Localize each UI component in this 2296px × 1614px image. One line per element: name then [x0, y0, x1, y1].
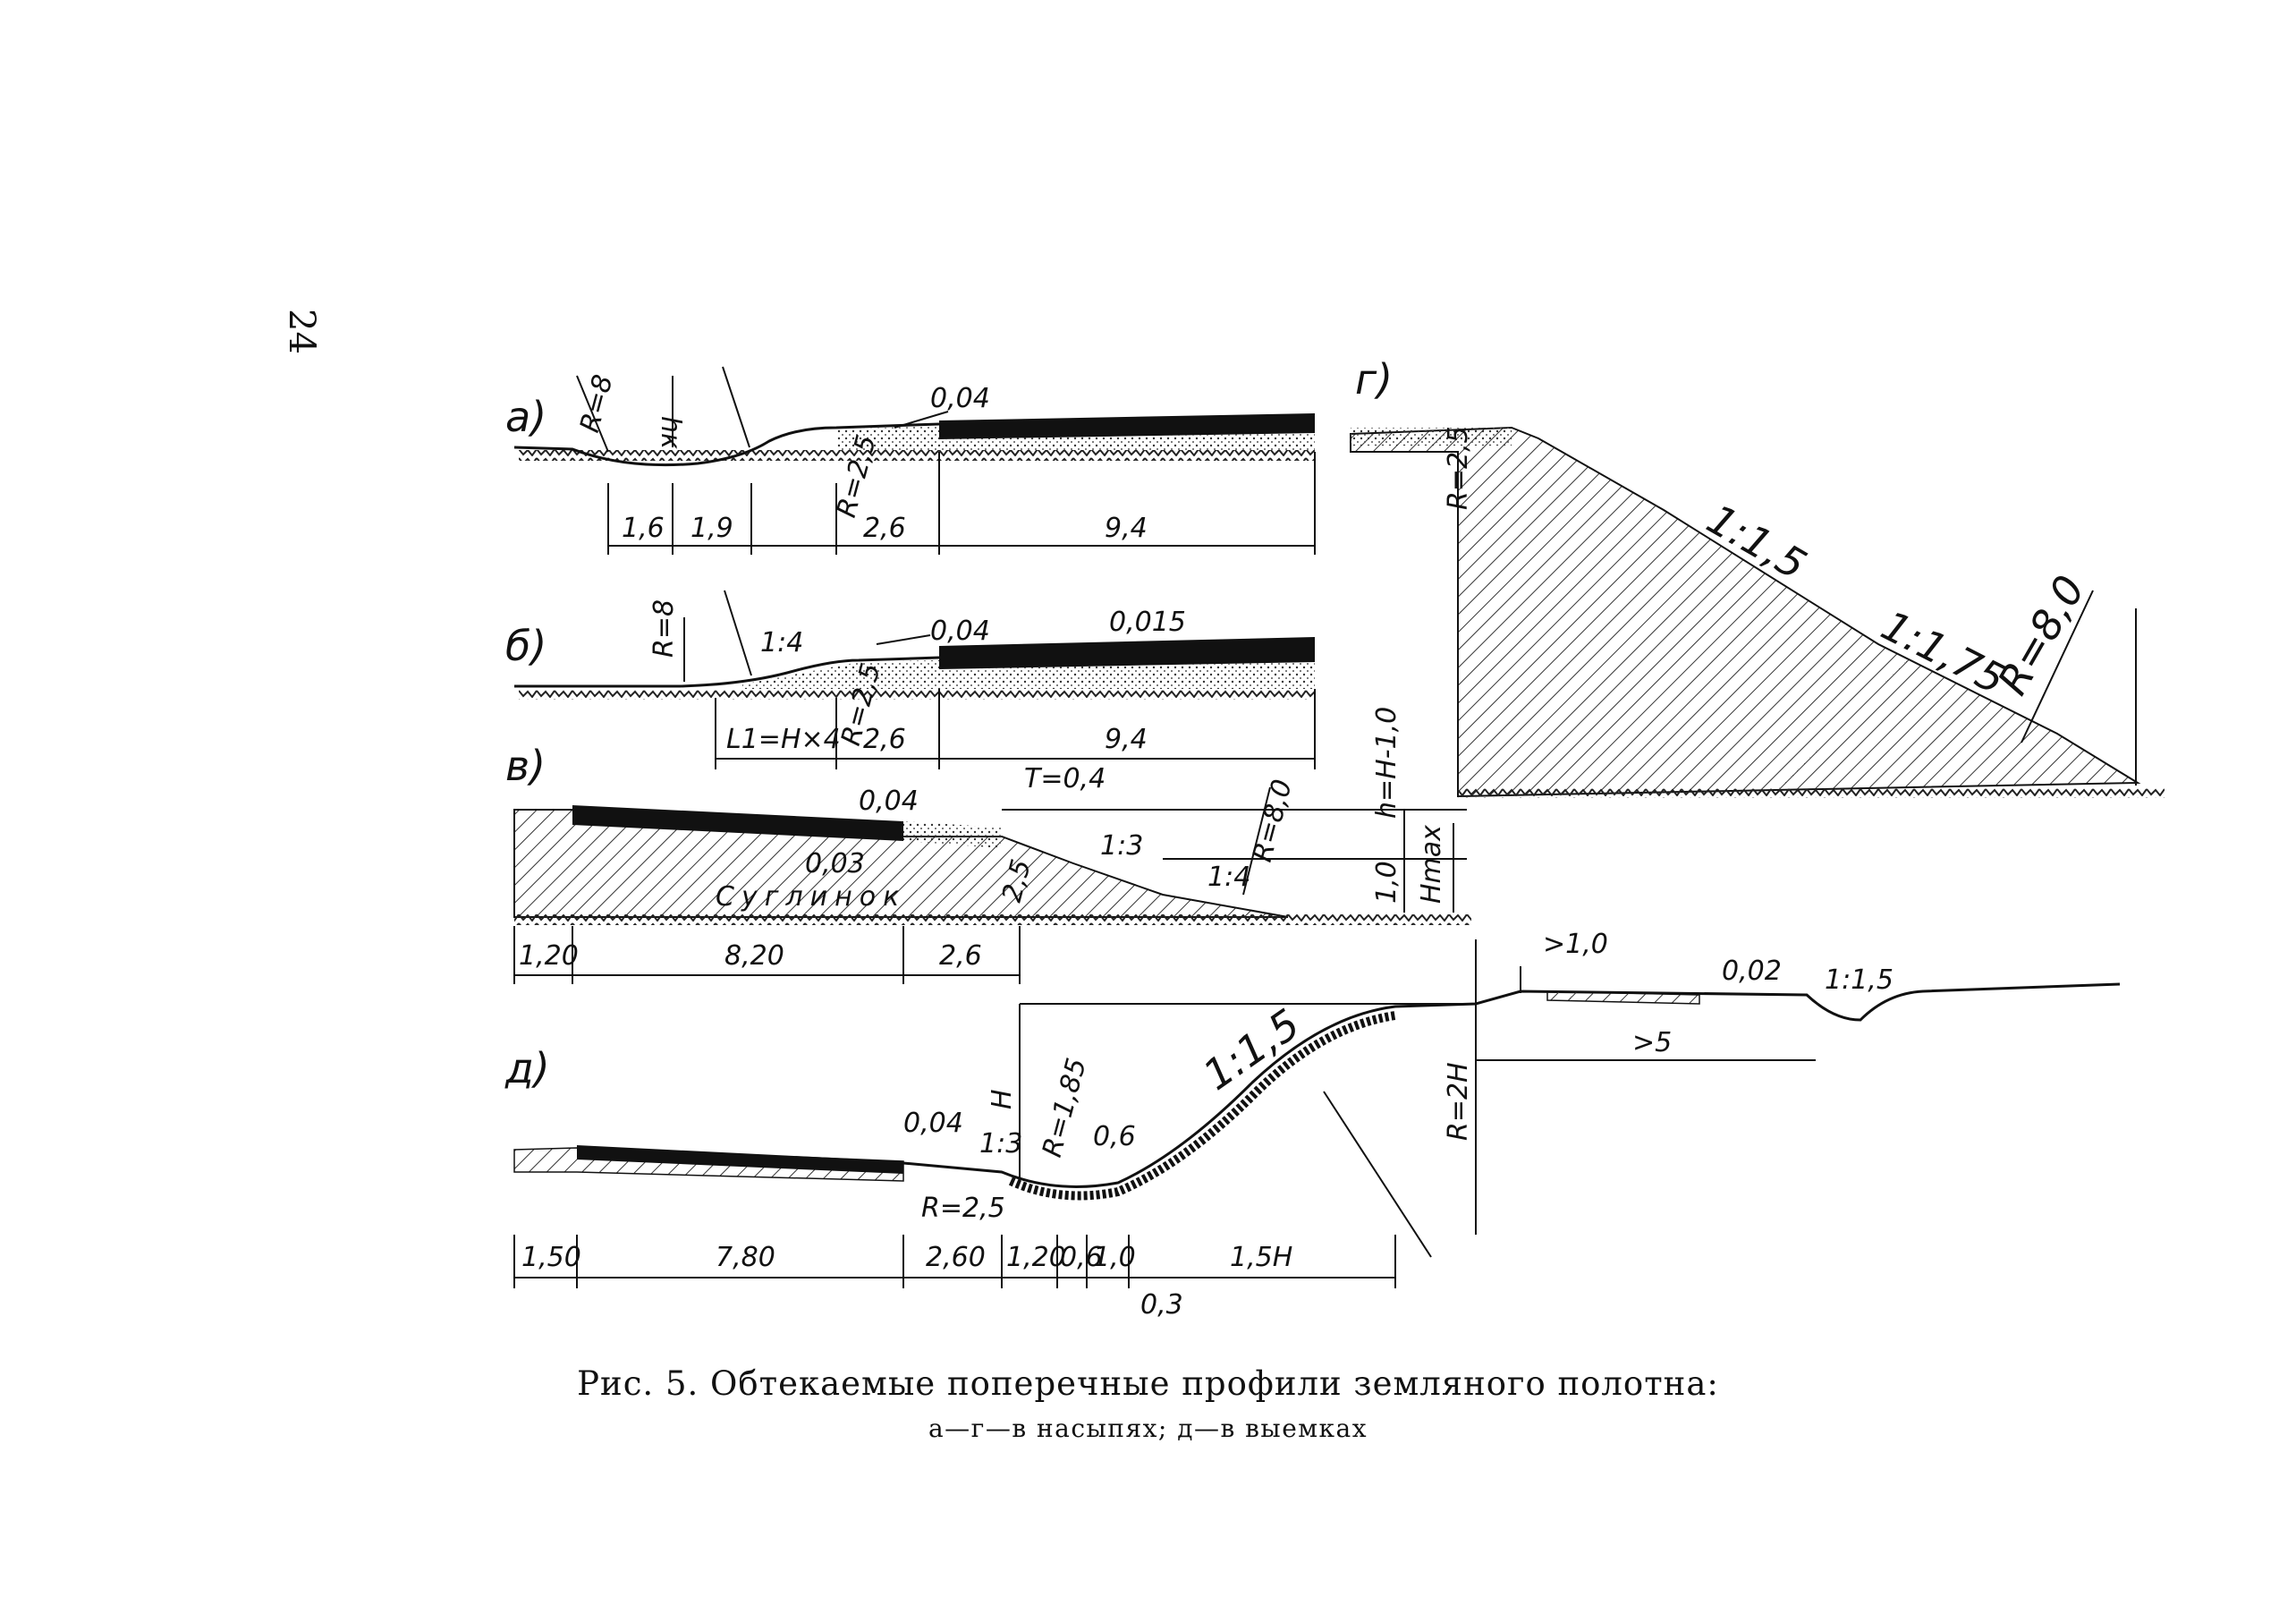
profile-v-ratio1: 1:3	[1100, 830, 1143, 862]
profile-d-gt1: >1,0	[1543, 929, 1608, 960]
profile-d-letter: д)	[504, 1044, 550, 1092]
profile-b-letter: б)	[505, 622, 546, 670]
ground-line	[519, 450, 1315, 461]
profile-a-hk: hк	[655, 416, 686, 449]
ground-line	[514, 914, 1471, 925]
profile-a-subbase	[939, 433, 1315, 452]
profile-a-slope: 0,04	[930, 383, 990, 414]
profile-d-h: H	[987, 1089, 1018, 1109]
profile-v-r-leader	[1242, 786, 1271, 896]
figure-caption-title: Рис. 5. Обтекаемые поперечные профили зе…	[577, 1364, 1719, 1403]
profile-v-h: h=H-1,0	[1371, 707, 1402, 819]
profile-v-one: 1,0	[1371, 861, 1402, 904]
profile-v-slope1: 0,04	[859, 786, 919, 817]
profile-v-shoulder	[903, 821, 1002, 848]
figure-caption-subtitle: а—г—в насыпях; д—в выемках	[928, 1414, 1368, 1443]
profile-d-dim-2: 7,80	[716, 1242, 775, 1273]
profile-d-v06: 0,6	[1093, 1121, 1136, 1152]
profile-v-r: R=8,0	[1247, 777, 1299, 866]
profile-d-berm	[1546, 990, 1700, 1005]
profile-a-base-layer	[836, 426, 939, 452]
profile-d-dim-5: 0,6	[1060, 1242, 1103, 1273]
profile-v-t: T=0,4	[1024, 763, 1106, 794]
profile-g-r-leader	[2021, 590, 2094, 743]
profile-b-surface	[514, 656, 940, 688]
profile-g-r-top: R=2,5	[1443, 426, 1474, 510]
profile-b-dim-2: 2,6	[863, 724, 906, 755]
profile-v-letter: в)	[505, 742, 546, 790]
profile-a-surface	[513, 422, 940, 467]
profile-g: г) R=2,5 1:1,5 1:1,75 R=8,0	[1350, 355, 2165, 798]
profile-v-dim-3: 2,6	[939, 940, 982, 972]
profile-b: б) R=8 1:4 0,04 0,015 R=2,5 L1=H×4 2,6 9…	[505, 590, 1316, 769]
profile-d-r2h-leader	[1323, 1091, 1432, 1258]
profile-b-shoulder	[742, 660, 939, 689]
profile-b-arrow	[724, 590, 752, 676]
profile-d-dim-4: 1,20	[1006, 1242, 1066, 1273]
profile-d-dim-8: 0,3	[1140, 1289, 1183, 1321]
profile-a-asphalt	[939, 413, 1315, 439]
profile-a-dim-3: 2,6	[863, 513, 906, 544]
profile-d-r2h: R=2H	[1443, 1062, 1474, 1141]
profile-d-surface	[902, 982, 2121, 1188]
profile-a-dim-4: 9,4	[1105, 513, 1148, 544]
profile-b-slope2: 0,015	[1109, 607, 1186, 638]
profile-d-dim-3: 2,60	[926, 1242, 986, 1273]
profile-d-asphalt	[577, 1145, 903, 1174]
profile-b-subbase	[939, 662, 1315, 689]
profile-v-dim-1: 1,20	[519, 940, 579, 972]
profile-d-slope2: 0,02	[1722, 956, 1782, 987]
profile-g-r-bottom: R=8,0	[1988, 567, 2095, 702]
profile-b-dim-3: 9,4	[1105, 724, 1148, 755]
profile-d-slope-cover	[1008, 1011, 1396, 1201]
profile-v-asphalt	[572, 805, 903, 841]
profile-d-r1: R=1,85	[1037, 1055, 1093, 1160]
profile-d-dim-6: 1,0	[1093, 1242, 1136, 1273]
profile-a-dim-1: 1,6	[622, 513, 665, 544]
profile-b-slope1: 0,04	[930, 616, 990, 647]
profile-a-letter: а)	[505, 393, 546, 441]
profile-g-letter: г)	[1355, 355, 1393, 404]
profile-a-r-top: R=8	[574, 371, 620, 436]
profile-d: д) 0,04 1:3 R=1,85 0,6 R=2,5 H 1:1,5 R=2…	[504, 929, 2121, 1321]
profile-b-ratio: 1:4	[760, 627, 803, 658]
profile-a: а) R=8 hк 0,04 R=2,5 1,6 1,9 2,6 9,4	[505, 366, 1316, 555]
profile-d-gt5: >5	[1632, 1027, 1672, 1058]
profile-b-asphalt	[939, 637, 1315, 669]
profile-d-dim-1: 1,50	[521, 1242, 581, 1273]
profile-v-dim-2: 8,20	[724, 940, 784, 972]
profile-b-slope-arrow	[876, 634, 931, 645]
profile-d-ratio1: 1:3	[979, 1128, 1022, 1160]
profile-v-ratio2: 1:4	[1207, 862, 1250, 893]
profile-a-slope-arrow	[894, 411, 949, 429]
ground-line	[519, 689, 1315, 700]
ground-line	[1458, 787, 2165, 798]
profile-a-arrow	[722, 366, 750, 448]
profile-v-soil: Суглинок	[716, 881, 906, 913]
profile-v-slope2: 0,03	[805, 848, 865, 879]
profile-g-shoulder	[1351, 428, 1512, 446]
profile-d-ratio3: 1:1,5	[1825, 964, 1894, 996]
profile-a-r8-leader	[576, 375, 609, 453]
profile-a-dim-2: 1,9	[690, 513, 733, 544]
profile-v-hmax: Hmax	[1416, 825, 1447, 904]
profile-d-slope1: 0,04	[903, 1108, 963, 1139]
profile-d-dim-7: 1,5H	[1230, 1242, 1292, 1273]
profile-g-embankment	[1350, 426, 2141, 798]
profile-b-r: R=8	[648, 599, 680, 658]
profile-v: в) 0,04 T=0,4 0,03 Суглинок 1:3 1:4 R=8,…	[505, 707, 1471, 984]
profile-b-dim-1: L1=H×4	[726, 724, 841, 755]
profile-d-r2: R=2,5	[921, 1193, 1005, 1224]
